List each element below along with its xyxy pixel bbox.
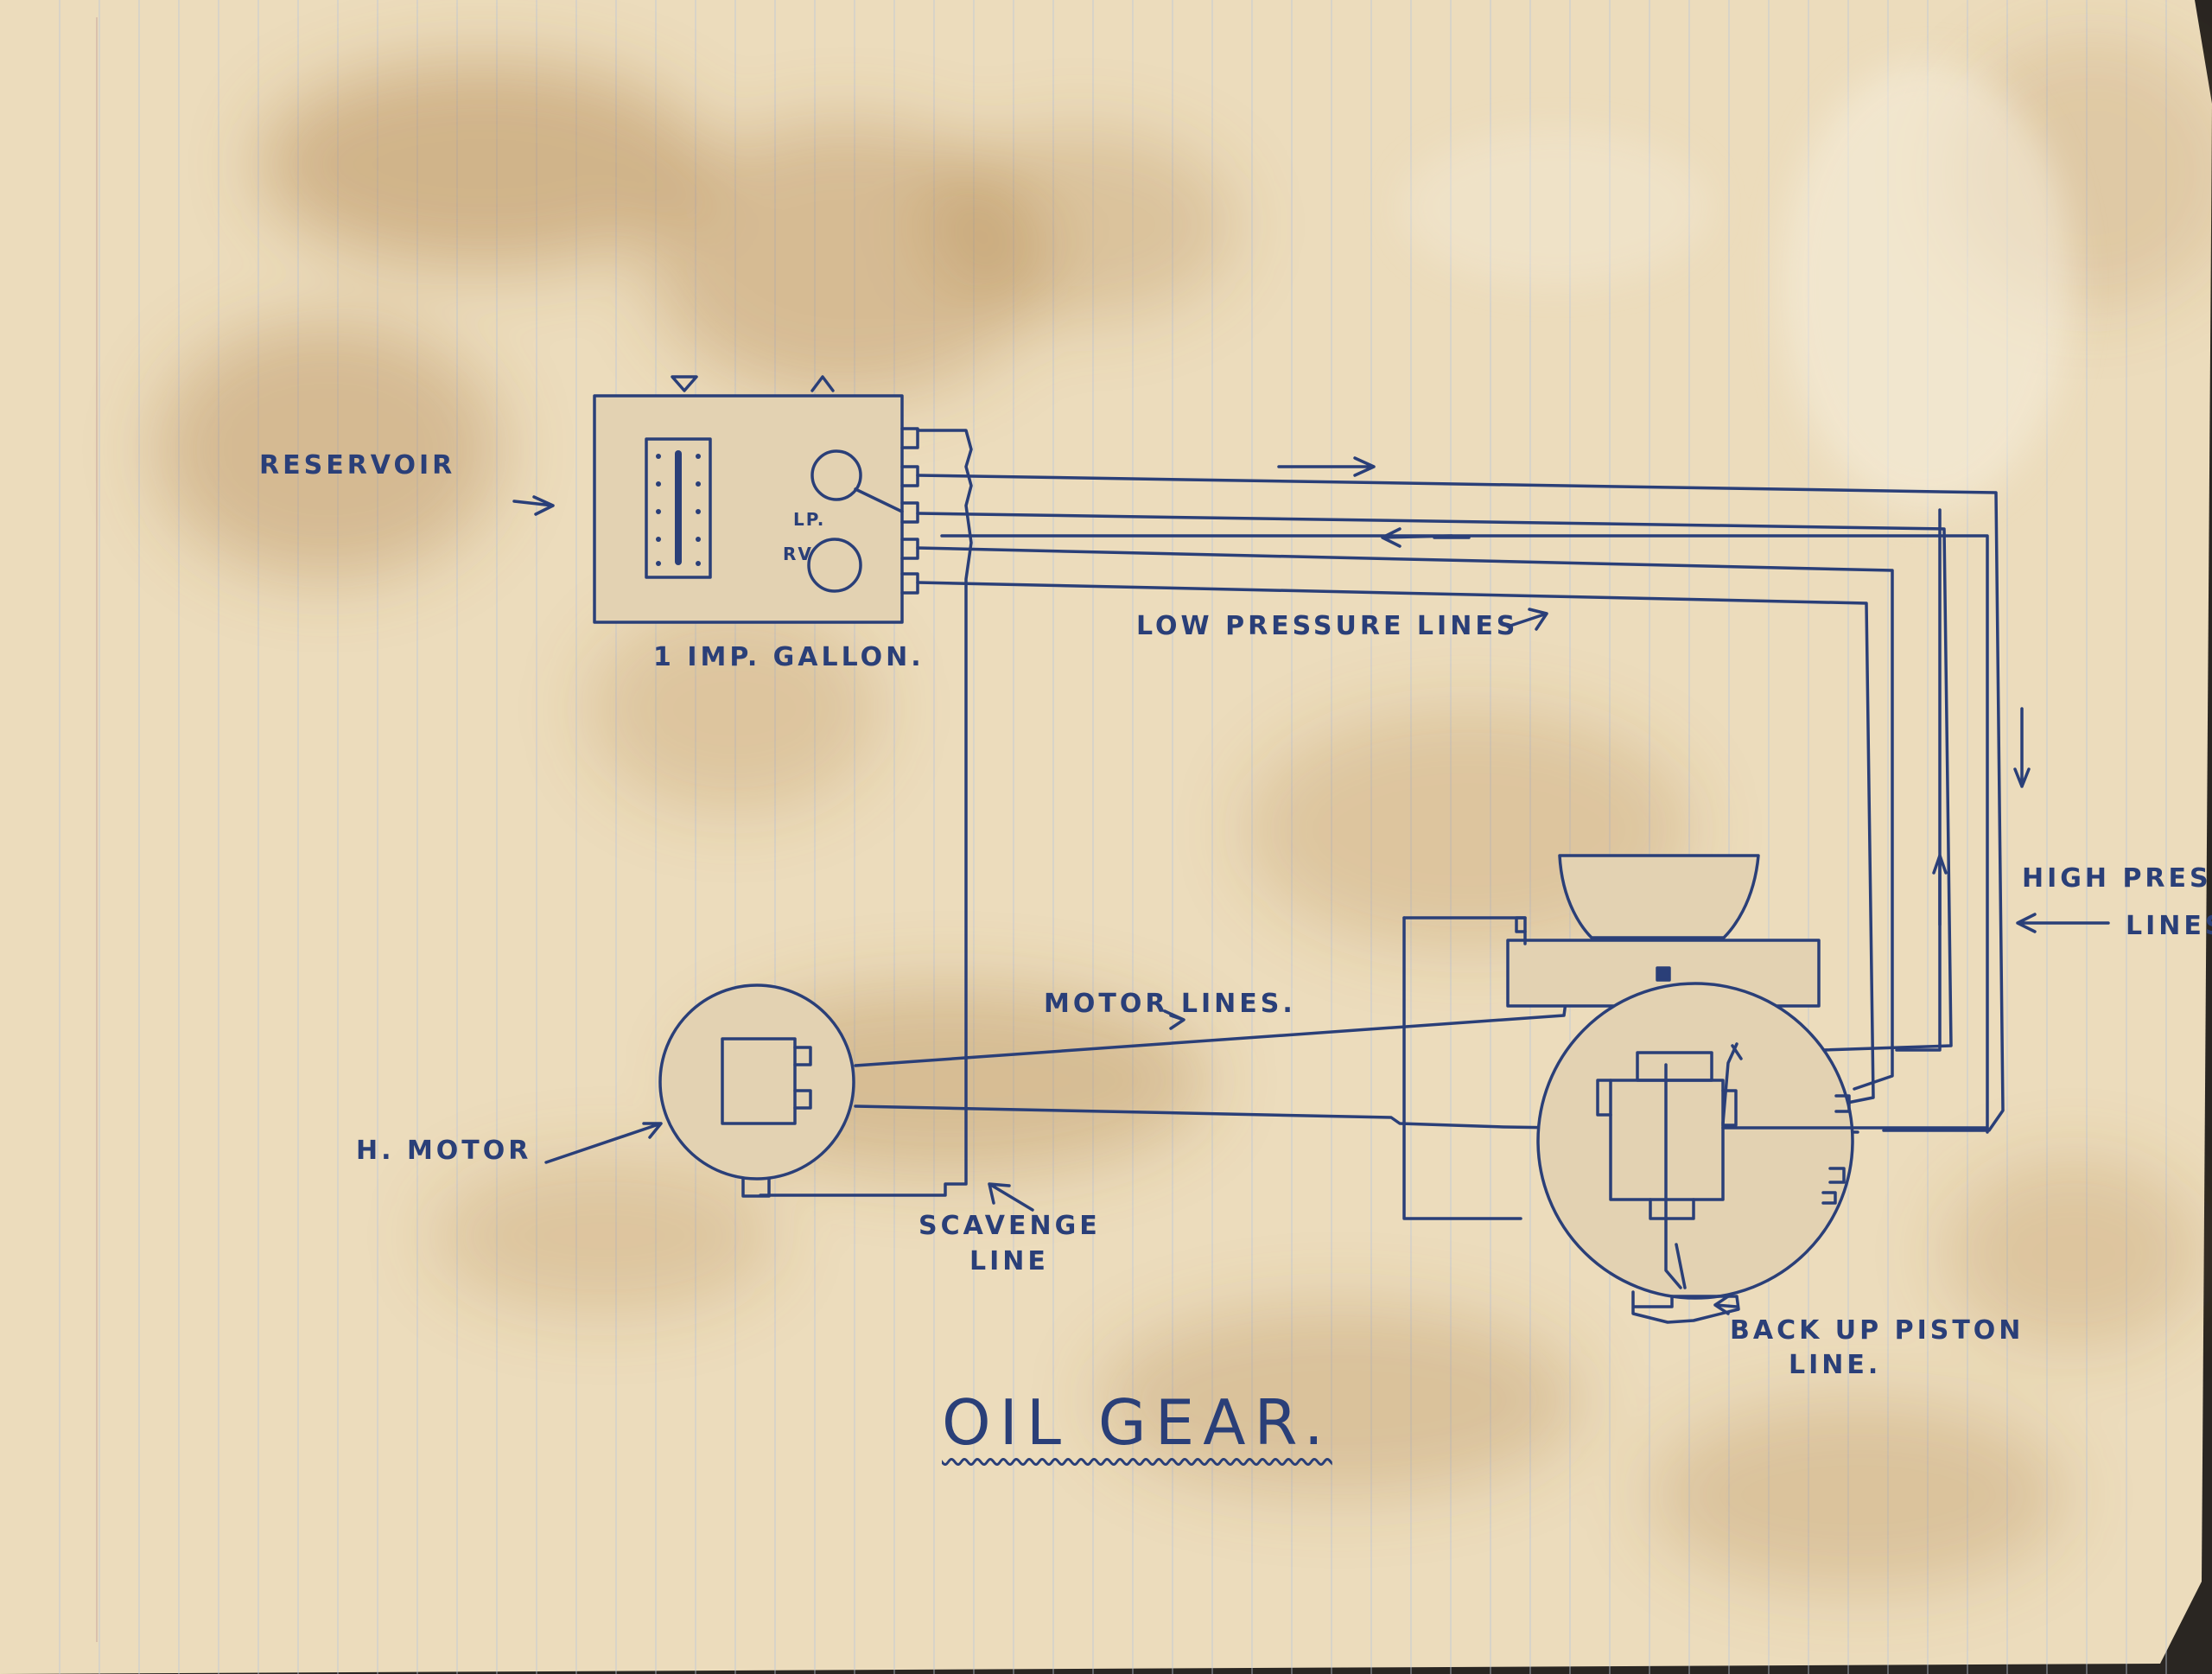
sight-glass <box>645 437 712 579</box>
label-scavenge-1: SCAVENGE <box>918 1211 1101 1241</box>
label-lp: LP. <box>793 509 826 530</box>
h-motor <box>658 983 855 1198</box>
label-rv: RV <box>783 544 813 564</box>
scavenge-line <box>759 429 973 1197</box>
label-low-pressure: LOW PRESSURE LINES <box>1136 611 1519 641</box>
diagram-title: OIL GEAR. <box>942 1386 1332 1459</box>
high-pressure-lines <box>940 508 1989 1134</box>
reservoir-tank <box>593 375 919 624</box>
label-reservoir: RESERVOIR <box>259 450 456 481</box>
label-high-pressure-1: HIGH PRESS <box>2022 863 2212 894</box>
paper-wear <box>1400 60 2074 510</box>
ink-drawing <box>512 375 2110 1324</box>
rv-valve <box>807 538 862 593</box>
flow-arrows <box>512 456 2110 1315</box>
label-h-motor: H. MOTOR <box>356 1136 532 1166</box>
steering-motor <box>1402 854 1854 1324</box>
label-scavenge-2: LINE <box>969 1246 1049 1276</box>
label-capacity: 1 IMP. GALLON. <box>653 642 925 672</box>
low-pressure-lines <box>916 474 2005 1134</box>
label-backup-2: LINE. <box>1789 1350 1882 1380</box>
lp-valve <box>810 449 862 501</box>
label-high-pressure-2: LINES <box>2126 911 2212 941</box>
label-backup-1: BACK UP PISTON <box>1730 1315 2024 1346</box>
lower-boss <box>1631 1290 1740 1324</box>
label-motor-lines: MOTOR LINES. <box>1044 989 1296 1019</box>
